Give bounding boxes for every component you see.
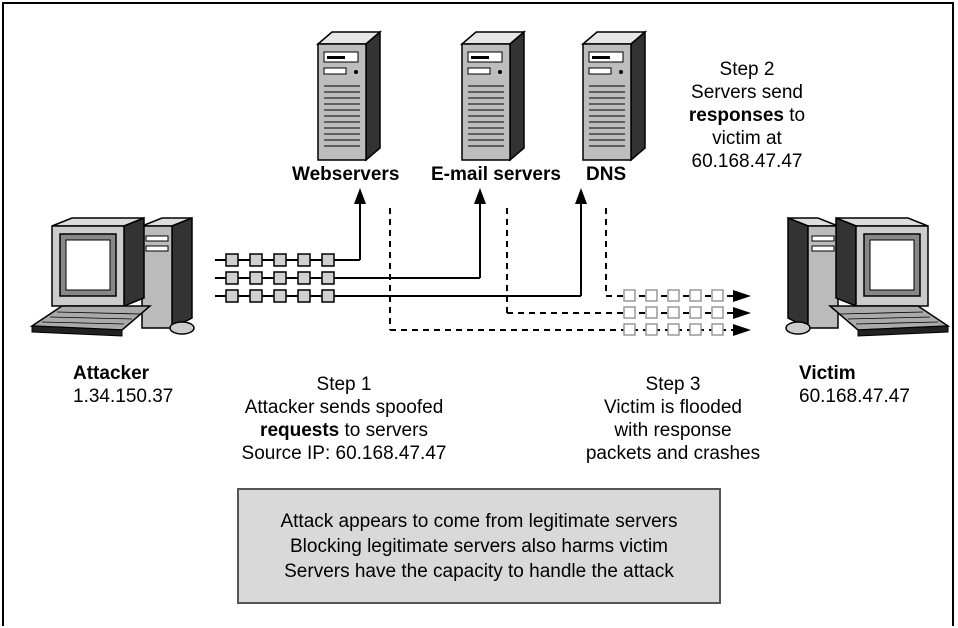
step3-line2: with response xyxy=(614,420,732,441)
webservers-label: Webservers xyxy=(292,164,400,185)
step2-line2: responses to xyxy=(655,104,839,127)
step3-line1: Victim is flooded xyxy=(604,397,742,418)
step2-title: Step 2 xyxy=(719,59,775,80)
victim-ip: 60.168.47.47 xyxy=(799,386,910,407)
step1-title: Step 1 xyxy=(316,374,372,395)
step3-line3: packets and crashes xyxy=(585,443,761,464)
step1-line1: Attacker sends spoofed xyxy=(244,397,444,418)
step1-line2: requests to servers xyxy=(208,419,480,442)
step3-title: Step 3 xyxy=(645,374,701,395)
dns-label: DNS xyxy=(586,164,627,185)
response-arrowheads xyxy=(733,290,751,336)
step2-bold-word: responses xyxy=(688,105,784,126)
summary-box: Attack appears to come from legitimate s… xyxy=(237,488,721,604)
attacker-ip: 1.34.150.37 xyxy=(73,386,174,407)
response-lines xyxy=(389,208,735,331)
dns-server-icon xyxy=(582,31,646,161)
victim-label: Victim xyxy=(799,363,856,384)
step1-bold-word: requests xyxy=(260,420,340,441)
step2-line3: victim at xyxy=(712,128,782,149)
summary-line-1: Attack appears to come from legitimate s… xyxy=(280,510,678,532)
request-lines xyxy=(215,202,582,297)
summary-line-2: Blocking legitimate servers also harms v… xyxy=(289,535,668,557)
attacker-computer-icon xyxy=(31,217,195,337)
victim-computer-icon xyxy=(785,217,949,337)
step1-line3: Source IP: 60.168.47.47 xyxy=(241,443,447,464)
step2-line1: Servers send xyxy=(691,82,803,103)
step2-line2-rest: to xyxy=(783,105,806,126)
email-server-icon xyxy=(461,31,525,161)
step2-line4: 60.168.47.47 xyxy=(691,151,803,172)
response-packets xyxy=(623,289,724,336)
attacker-label: Attacker xyxy=(73,363,150,384)
step1-line2-rest: to servers xyxy=(339,420,428,441)
request-packets xyxy=(225,253,335,303)
summary-line-3: Servers have the capacity to handle the … xyxy=(284,560,674,582)
request-arrowheads xyxy=(354,188,587,204)
email-servers-label: E-mail servers xyxy=(431,164,561,185)
webserver-icon xyxy=(317,31,381,161)
